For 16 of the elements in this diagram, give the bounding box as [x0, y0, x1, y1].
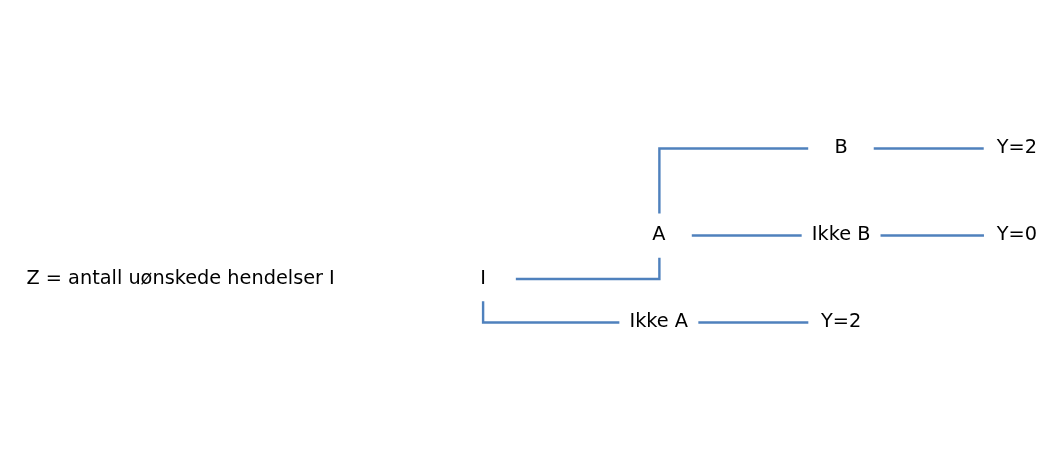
connector [873, 147, 984, 150]
node-text: Ikke A [629, 309, 689, 333]
node-text: Ikke B [811, 222, 871, 246]
connector [515, 257, 661, 281]
connector [481, 301, 620, 324]
label: Z = antall uønskede hendelser I [26, 265, 335, 289]
node-text: I [480, 265, 486, 289]
connector [658, 147, 809, 214]
connector [880, 234, 984, 237]
connector [698, 321, 809, 324]
node-text: Y=2 [996, 135, 1037, 159]
node-text: B [834, 135, 848, 159]
connector [691, 234, 802, 237]
node-text: A [652, 222, 666, 246]
node-text: Y=2 [820, 309, 862, 333]
node-text: Y=0 [996, 222, 1037, 246]
